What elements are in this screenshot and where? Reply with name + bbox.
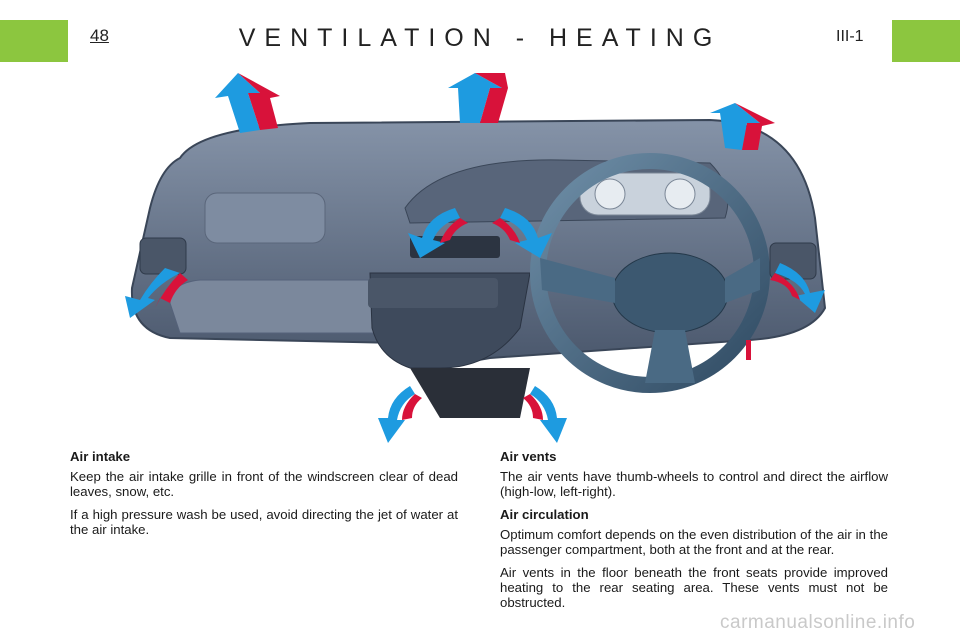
airflow-arrow-top-left <box>215 73 280 133</box>
right-green-tab <box>892 20 960 62</box>
air-circulation-paragraph-2: Air vents in the floor beneath the front… <box>500 565 888 610</box>
watermark: carmanualsonline.info <box>720 612 916 633</box>
airflow-arrow-right-vent <box>770 263 825 313</box>
air-circulation-heading: Air circulation <box>500 507 589 522</box>
control-panel <box>368 278 498 308</box>
air-vents-paragraph: The air vents have thumb-wheels to contr… <box>500 469 888 499</box>
airflow-arrow-top-centre <box>448 73 508 123</box>
floor-tunnel <box>410 368 530 418</box>
airflow-arrow-centre-right <box>492 208 552 258</box>
air-vents-heading: Air vents <box>500 449 557 464</box>
airflow-arrow-top-right <box>710 103 775 150</box>
airflow-arrow-centre-left <box>408 208 468 258</box>
rear-floor-arrow <box>746 340 751 360</box>
rev-counter-dial <box>664 178 696 210</box>
air-circulation-paragraph-1: Optimum comfort depends on the even dist… <box>500 527 888 557</box>
lower-panel <box>169 279 399 334</box>
left-column: Air intake Keep the air intake grille in… <box>70 449 458 545</box>
airflow-arrow-floor-left <box>378 386 422 443</box>
page-number: 48 <box>90 26 109 45</box>
air-intake-paragraph-2: If a high pressure wash be used, avoid d… <box>70 507 458 537</box>
airflow-arrow-left-vent <box>125 268 188 318</box>
steering-spoke-left <box>540 258 615 303</box>
air-intake-paragraph-1: Keep the air intake grille in front of t… <box>70 469 458 499</box>
steering-wheel-hub <box>611 252 729 334</box>
glovebox <box>204 192 326 244</box>
steering-spoke-bottom <box>645 330 695 383</box>
steering-spoke-right <box>725 258 760 303</box>
left-green-tab <box>0 20 68 62</box>
right-column: Air vents The air vents have thumb-wheel… <box>500 449 888 618</box>
page-title: VENTILATION - HEATING <box>238 24 722 52</box>
air-intake-heading: Air intake <box>70 449 131 464</box>
steering-wheel-rim <box>530 153 770 393</box>
section-code: III-1 <box>836 28 864 45</box>
airflow-arrow-floor-right <box>523 386 567 443</box>
dashboard-illustration <box>125 73 827 443</box>
left-side-vent <box>139 237 187 275</box>
speedometer-dial <box>594 178 626 210</box>
